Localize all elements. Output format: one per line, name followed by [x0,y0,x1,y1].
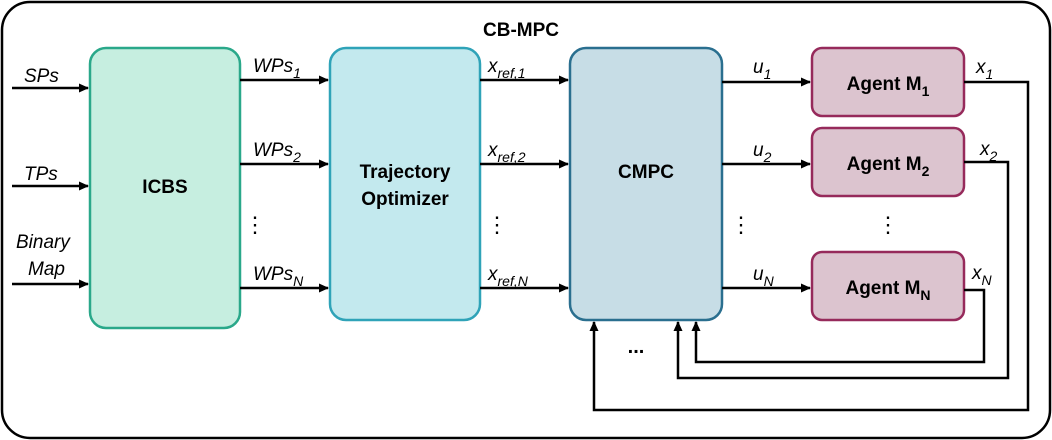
agent-1-block: Agent M1 [810,46,966,118]
wps-ellipsis: ⋮ [244,212,266,237]
input-map-label: Map [28,259,65,280]
diagram-title: CB-MPC [483,20,559,41]
icbs-block [90,48,240,328]
trajectory-label-line2: Optimizer [361,189,449,210]
feedback-xn [691,288,986,364]
x-n-label: xN [971,263,993,288]
input-binary-label: Binary [16,232,71,253]
xref-n-label: xref,N [487,264,529,289]
x-1-label: x1 [975,57,993,82]
icbs-label: ICBS [142,177,187,198]
u-n-label: uN [753,264,775,289]
agent-2-label: Agent M2 [847,154,930,179]
trajectory-optimizer-border [328,46,482,322]
cmpc-block [570,48,722,320]
xref-1-label: xref,1 [487,56,526,81]
xref-2-label: xref,2 [487,140,526,165]
reference-arrows [480,75,569,293]
cmpc-label: CMPC [618,162,674,183]
u-1-label: u1 [753,57,771,82]
input-arrows [12,83,89,289]
agent-n-label: Agent MN [845,278,930,303]
cmpc-block-border [568,46,724,322]
wps-n-label: WPsN [253,264,304,289]
feedback-ellipsis: ... [628,336,645,358]
input-sps-label: SPs [24,66,59,87]
agent-n-block: Agent MN [810,250,966,322]
agent-1-label: Agent M1 [847,74,930,99]
feedback-x2 [673,160,1010,380]
agent-ellipsis: ⋮ [877,212,899,237]
u-2-label: u2 [753,140,772,165]
trajectory-optimizer-block [330,48,480,320]
agent-2-block: Agent M2 [810,126,966,198]
control-arrows [722,77,811,293]
feedback-x1 [589,80,1030,412]
u-ellipsis: ⋮ [730,212,752,237]
waypoint-arrows [240,75,329,293]
x-2-label: x2 [979,139,998,164]
xref-ellipsis: ⋮ [486,212,508,237]
wps-2-label: WPs2 [253,140,301,165]
trajectory-label-line1: Trajectory [360,162,451,183]
icbs-block-border [88,46,242,330]
input-tps-label: TPs [24,164,58,185]
feedback-lines [589,80,1030,412]
wps-1-label: WPs1 [253,56,301,81]
